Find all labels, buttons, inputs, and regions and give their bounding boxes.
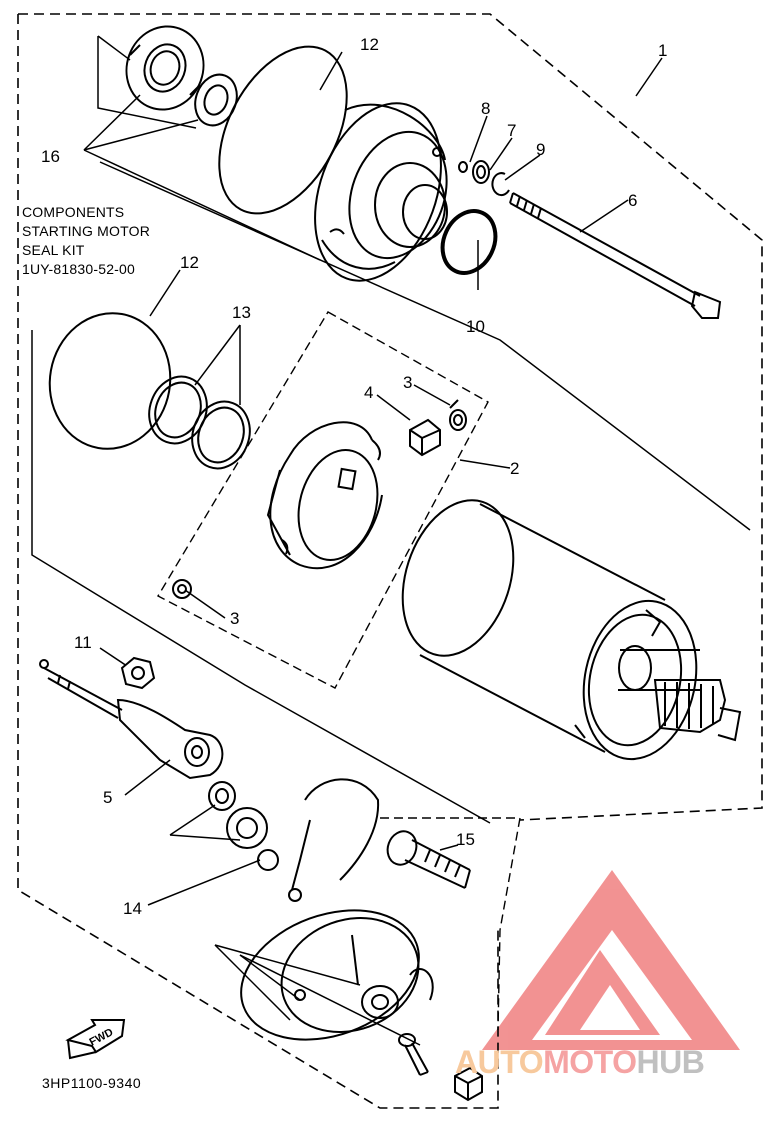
yoke-housing-part [401,499,742,761]
part-number-16: 16 [41,147,60,166]
o-ring-top-part [218,45,348,215]
part-number-labels: 1 2 3 3 4 5 6 7 8 9 10 11 12 12 13 14 15… [41,35,667,918]
shim-washer-parts [148,375,251,470]
part-number-13: 13 [232,303,251,322]
lower-screw-part [398,1033,429,1076]
watermark-auto: AUTO [455,1044,544,1080]
part-number-5: 5 [103,788,112,807]
part-number-14: 14 [123,899,142,918]
caption-line-4: 1UY-81830-52-00 [22,261,136,277]
diagram-code: 3HP1100-9340 [42,1075,142,1091]
washer-parts [458,160,510,197]
part-number-11: 11 [74,633,92,652]
part-number-7: 7 [507,121,516,140]
part-number-3a: 3 [403,373,412,392]
end-cover-boundary [380,817,521,1031]
brush-spring-part [449,399,467,431]
brush-spring-lower-part [172,579,192,599]
part-number-15: 15 [456,830,475,849]
part-number-1: 1 [658,41,667,60]
fwd-label: FWD [88,1026,116,1048]
part-number-8: 8 [481,99,490,118]
part-number-4: 4 [364,383,373,402]
rear-cover-part [240,778,434,1041]
caption-line-3: SEAL KIT [22,242,85,258]
part-number-3b: 3 [230,609,239,628]
through-bolt-part [509,192,722,319]
part-number-2: 2 [510,459,519,478]
caption-line-1: COMPONENTS [22,204,125,220]
watermark-text: AUTOMOTOHUB [455,1044,705,1081]
nut-part [120,656,156,690]
part-number-12b: 12 [180,253,199,272]
lower-brush-part [454,1066,483,1102]
forward-arrow-icon [65,1019,126,1060]
mounting-bolt-part [386,830,471,889]
part-number-6: 6 [628,191,637,210]
part-number-9: 9 [536,140,545,159]
terminal-cable-part [39,659,224,780]
caption-line-2: STARTING MOTOR [22,223,151,239]
o-ring-small-part [440,209,498,275]
brush-plate-part [266,421,383,570]
watermark-logo [482,870,740,1050]
leader-lines [31,35,751,1046]
assembly-boundary [17,13,763,1109]
front-cover-part [314,102,448,282]
insulator-washer-parts [208,781,279,871]
brush-holder-boundary [157,311,489,689]
oil-seal-part [194,73,238,127]
part-number-10: 10 [466,317,485,336]
o-ring-lower-part [48,312,172,450]
seal-kit-caption: COMPONENTS STARTING MOTOR SEAL KIT 1UY-8… [22,203,150,279]
watermark-hub: HUB [636,1044,705,1080]
watermark-moto: MOTO [543,1044,637,1080]
brush-part [409,418,441,457]
part-number-12a: 12 [360,35,379,54]
bearing-part [125,25,205,111]
